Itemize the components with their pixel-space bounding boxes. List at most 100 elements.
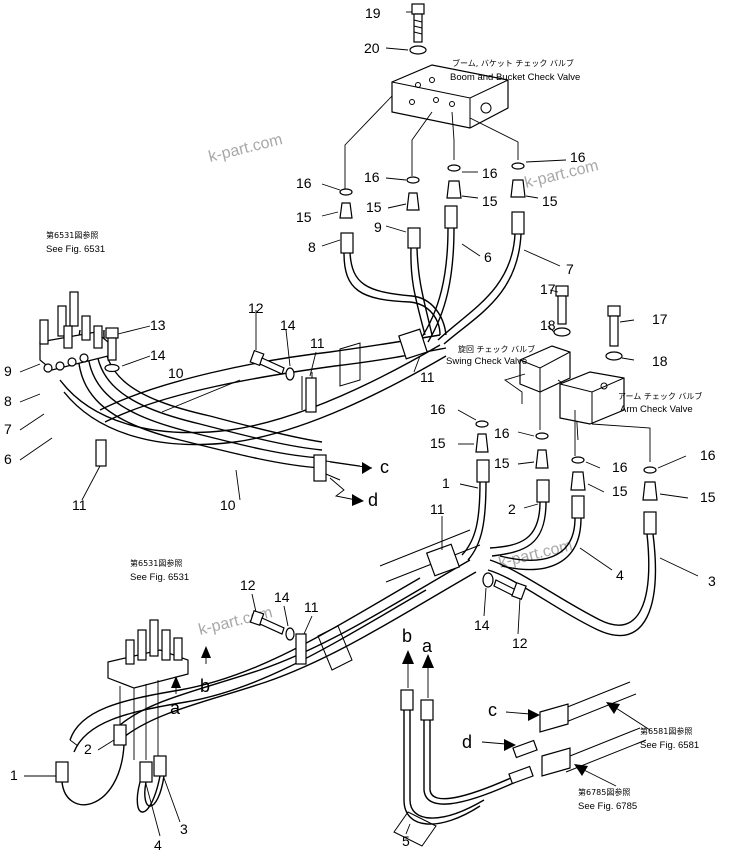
boom-bucket-valve-label: Boom and Bucket Check Valve xyxy=(450,72,580,83)
part-label-15-mid-a: 15 xyxy=(430,435,446,451)
part-label-13: 13 xyxy=(150,317,166,333)
watermark-3: k-part.com xyxy=(497,537,574,572)
part-label-15-mid-c: 15 xyxy=(612,483,628,499)
part-label-15-b: 15 xyxy=(366,199,382,215)
ref-6531-lower-jp: 第6531図参照 xyxy=(130,558,182,568)
part-label-8-top: 8 xyxy=(308,239,316,255)
port-arrows-ab-lower-right xyxy=(402,650,434,698)
part-label-8-left: 8 xyxy=(4,393,12,409)
part-label-6-left: 6 xyxy=(4,451,12,467)
swing-check-valve xyxy=(503,345,579,441)
ref-6581-label: See Fig. 6581 xyxy=(640,740,699,751)
bolt-13 xyxy=(105,327,119,361)
ref-6785-label: See Fig. 6785 xyxy=(578,801,637,812)
part-label-15-mid-b: 15 xyxy=(494,455,510,471)
part-label-2-lower: 2 xyxy=(84,741,92,757)
part-label-11-lower-left: 11 xyxy=(304,599,319,615)
part-label-17-swing: 17 xyxy=(540,281,556,297)
part-label-1-mid: 1 xyxy=(442,475,450,491)
part-label-4-lower: 4 xyxy=(154,837,162,851)
port-letter-d-upper: d xyxy=(368,490,378,510)
arm-valve-jp-label: アーム チェック バルブ xyxy=(618,391,702,401)
valve-callout-arm: アーム チェック バルブ Arm Check Valve xyxy=(618,391,702,415)
lower-right-piping xyxy=(393,681,647,847)
part-label-15-mid-d: 15 xyxy=(700,489,716,505)
watermark-1: k-part.com xyxy=(207,131,284,166)
part-label-16-mid-d: 16 xyxy=(700,447,716,463)
part-label-5: 5 xyxy=(402,833,410,849)
bolt-12-lower-right xyxy=(482,572,527,601)
port-letter-a-lower-right: a xyxy=(422,636,433,656)
port-letter-b-lower-left: b xyxy=(200,676,210,696)
washer-18-arm xyxy=(605,351,623,361)
bolt-17-arm xyxy=(607,305,621,347)
boom-bucket-check-valve xyxy=(344,64,519,190)
part-label-16-d: 16 xyxy=(570,149,586,165)
part-label-10-lower: 10 xyxy=(220,497,236,513)
ref-6531-upper-label: See Fig. 6531 xyxy=(46,244,105,255)
hose-ends-lower-left xyxy=(55,724,167,813)
part-label-16-mid-c: 16 xyxy=(612,459,628,475)
bolt-17-swing xyxy=(555,285,569,325)
part-label-16-c: 16 xyxy=(482,165,498,181)
part-label-17-arm: 17 xyxy=(652,311,668,327)
part-label-9-top: 9 xyxy=(374,219,382,235)
part-label-15-a: 15 xyxy=(296,209,312,225)
port-letter-c-upper: c xyxy=(380,457,389,477)
bolt-19 xyxy=(411,3,425,43)
part-label-15-c: 15 xyxy=(482,193,498,209)
hoses-middle-group xyxy=(461,459,657,637)
part-label-19: 19 xyxy=(365,5,381,21)
part-label-3-lower: 3 xyxy=(180,821,188,837)
part-label-14-upper: 14 xyxy=(280,317,296,333)
port-arrow-d-upper xyxy=(329,477,364,506)
port-arrows-cd-lower xyxy=(481,709,540,751)
part-label-6-top: 6 xyxy=(484,249,492,265)
part-label-1-lower: 1 xyxy=(10,767,18,783)
part-label-12-lower-left: 12 xyxy=(240,577,256,593)
part-label-16-mid-a: 16 xyxy=(430,401,446,417)
port-letter-a-lower-left: a xyxy=(170,698,181,718)
part-number-labels: 19 20 16 16 16 16 15 15 15 15 8 9 6 7 12… xyxy=(4,5,716,851)
part-label-16-b: 16 xyxy=(364,169,380,185)
part-label-7-left: 7 xyxy=(4,421,12,437)
part-label-16-mid-b: 16 xyxy=(494,425,510,441)
ref-6581-jp: 第6581図参照 xyxy=(640,726,692,736)
port-letters: c d a b b a c d xyxy=(170,457,497,752)
part-label-7-top: 7 xyxy=(566,261,574,277)
upper-hose-bundle xyxy=(59,329,447,482)
ref-6531-upper: 第6531図参照 See Fig. 6531 xyxy=(46,230,105,255)
part-label-18-swing: 18 xyxy=(540,317,556,333)
port-arrow-c-upper xyxy=(329,461,373,474)
bolt-12-upper xyxy=(249,349,295,381)
bolt-12-lower-left xyxy=(249,609,295,641)
port-letter-d-lower: d xyxy=(462,732,472,752)
ref-6531-lower-label: See Fig. 6531 xyxy=(130,572,189,583)
reference-arrows-lower xyxy=(574,702,651,787)
part-label-16-a: 16 xyxy=(296,175,312,191)
part-label-15-d: 15 xyxy=(542,193,558,209)
hoses-top-group xyxy=(340,205,525,345)
ref-6581: 第6581図参照 See Fig. 6581 xyxy=(640,726,699,751)
manifold-left-upper xyxy=(39,291,109,373)
part-label-11-lower-right: 11 xyxy=(430,501,445,517)
port-arrows-ab-lower-left xyxy=(171,646,211,694)
part-label-14-left: 14 xyxy=(150,347,166,363)
port-letter-c-lower: c xyxy=(488,700,497,720)
part-label-3-mid: 3 xyxy=(708,573,716,589)
watermark-2: k-part.com xyxy=(523,157,600,192)
part-label-9-left: 9 xyxy=(4,363,12,379)
clamp-11-lower xyxy=(295,543,461,665)
part-label-18-arm: 18 xyxy=(652,353,668,369)
part-label-14-lower-left: 14 xyxy=(274,589,290,605)
washer-18-swing xyxy=(553,327,571,337)
ref-6785: 第6785図参照 See Fig. 6785 xyxy=(578,787,637,812)
fittings-top xyxy=(339,162,526,219)
arm-check-valve xyxy=(559,371,651,462)
fittings-middle xyxy=(475,420,658,501)
part-label-11-mid: 11 xyxy=(420,369,435,385)
part-label-11-upper: 11 xyxy=(310,335,325,351)
valve-callout-boom-bucket: ブーム, バケット チェック バルブ Boom and Bucket Check… xyxy=(450,58,580,83)
port-letter-b-lower-right: b xyxy=(402,626,412,646)
